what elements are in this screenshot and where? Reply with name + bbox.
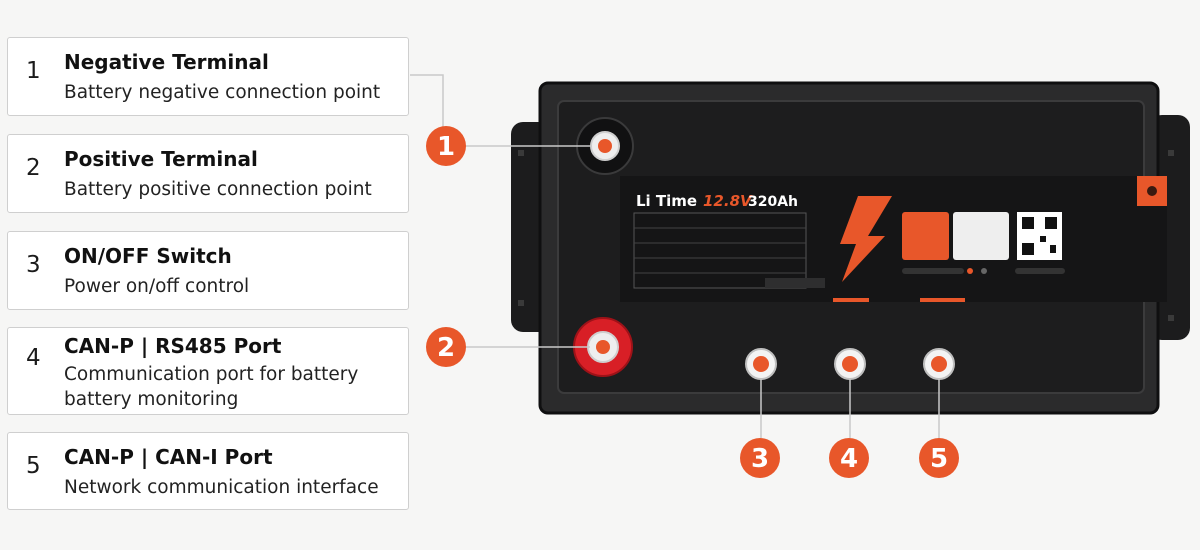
legend-description: Communication port for battery battery m… [64, 364, 359, 410]
legend-card-5: 5 CAN-P | CAN-I Port Network communicati… [7, 432, 409, 510]
legend-number: 5 [26, 453, 41, 479]
label-capacity: 320Ah [748, 194, 798, 210]
legend-number: 1 [26, 58, 41, 84]
label-brand: Li Time [636, 192, 697, 210]
legend-description: Power on/off control [64, 276, 250, 297]
callout-marker-3: 3 [740, 438, 780, 478]
legend-number: 4 [26, 345, 41, 371]
brand-tile [902, 212, 949, 260]
spec-table [633, 212, 807, 289]
legend-title: Negative Terminal [64, 50, 269, 74]
callout-marker-1: 1 [426, 126, 466, 166]
certification-marks-icon [765, 278, 825, 288]
legend-card-3: 3 ON/OFF Switch Power on/off control [7, 231, 409, 310]
callout-marker-5: 5 [919, 438, 959, 478]
info-tile [953, 212, 1009, 260]
callout-marker-4: 4 [829, 438, 869, 478]
legend-title: Positive Terminal [64, 147, 258, 171]
callout-number: 1 [437, 132, 455, 162]
legend-card-2: 2 Positive Terminal Battery positive con… [7, 134, 409, 213]
legend-number: 2 [26, 155, 41, 181]
legend-title: CAN-P | CAN-I Port [64, 445, 273, 469]
legend-title: ON/OFF Switch [64, 244, 232, 268]
legend-description: Battery positive connection point [64, 179, 372, 200]
callout-marker-2: 2 [426, 327, 466, 367]
callout-number: 4 [840, 444, 858, 474]
callout-number: 2 [437, 333, 455, 363]
legend-card-1: 1 Negative Terminal Battery negative con… [7, 37, 409, 116]
callout-number: 5 [930, 444, 948, 474]
legend-description: Battery negative connection point [64, 82, 381, 103]
drop-icon [1147, 186, 1157, 196]
callout-number: 3 [751, 444, 769, 474]
legend-card-4: 4 CAN-P | RS485 Port Communication port … [7, 327, 409, 415]
label-voltage: 12.8V [703, 192, 753, 210]
legend-number: 3 [26, 252, 41, 278]
legend-description: Network communication interface [64, 477, 379, 498]
legend-title: CAN-P | RS485 Port [64, 334, 282, 358]
lightning-bolt-icon [840, 196, 892, 282]
battery-label-panel [620, 176, 1167, 302]
callout-line-1 [410, 74, 444, 128]
